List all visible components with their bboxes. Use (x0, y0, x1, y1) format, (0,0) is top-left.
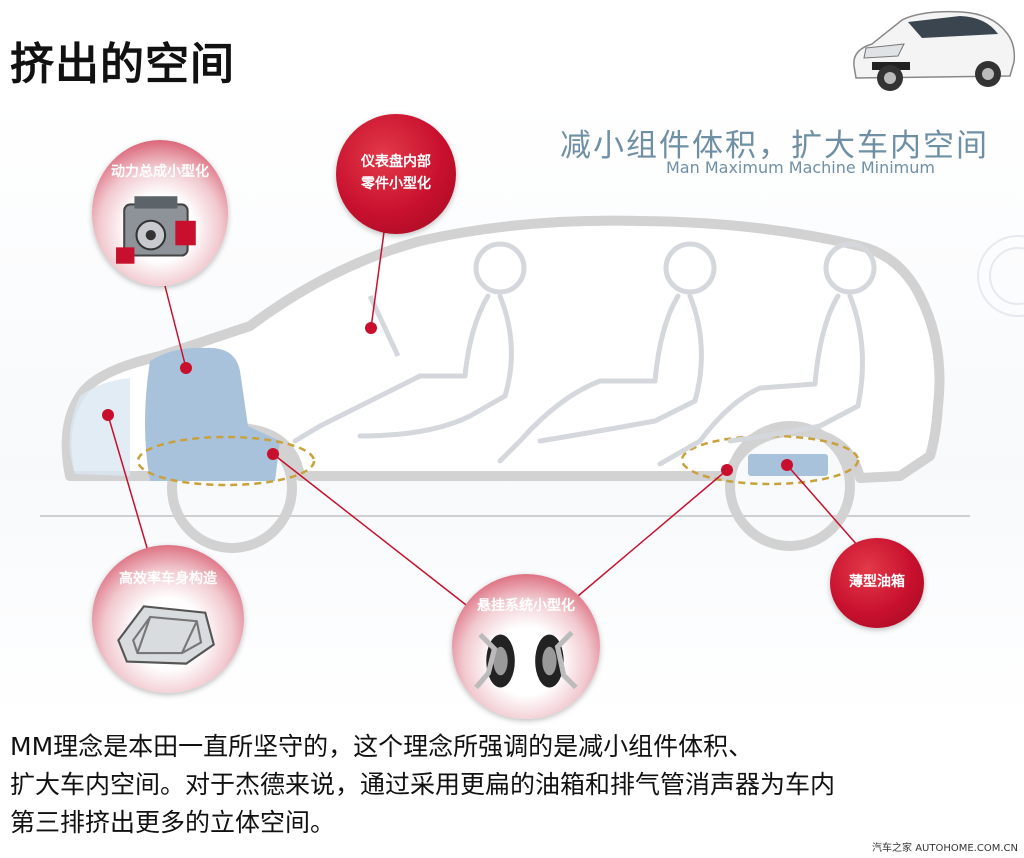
body-frame-icon (112, 597, 218, 673)
suspension-icon (470, 624, 582, 696)
slogan-english: Man Maximum Machine Minimum (666, 158, 935, 177)
callout-suspension: 悬挂系统小型化 (452, 574, 600, 719)
callout-powertrain: 动力总成小型化 (92, 140, 228, 286)
engine-icon (114, 190, 206, 272)
body-text: MM理念是本田一直所坚守的，这个理念所强调的是减小组件体积、 扩大车内空间。对于… (10, 728, 1020, 842)
watermark: 汽车之家 AUTOHOME.COM.CN (872, 839, 1018, 854)
body-text-line-1: MM理念是本田一直所坚守的，这个理念所强调的是减小组件体积、 (10, 728, 1020, 766)
callout-powertrain-label: 动力总成小型化 (92, 162, 228, 183)
car-thumbnail-icon (842, 4, 1020, 96)
callout-fuel-tank-label: 薄型油箱 (830, 572, 924, 593)
callout-dashboard: 仪表盘内部 零件小型化 (336, 114, 456, 234)
body-text-line-2: 扩大车内空间。对于杰德来说，通过采用更扁的油箱和排气管消声器为车内 (10, 766, 1020, 804)
callout-dashboard-label-1: 仪表盘内部 (336, 152, 456, 173)
callout-dashboard-label-2: 零件小型化 (336, 174, 456, 195)
callout-body-structure: 高效率车身构造 (92, 545, 244, 693)
callout-fuel-tank: 薄型油箱 (830, 538, 924, 628)
callout-suspension-label: 悬挂系统小型化 (452, 596, 600, 617)
callout-body-structure-label: 高效率车身构造 (92, 569, 244, 590)
page-title: 挤出的空间 (10, 28, 235, 92)
body-text-line-3: 第三排挤出更多的立体空间。 (10, 804, 1020, 842)
